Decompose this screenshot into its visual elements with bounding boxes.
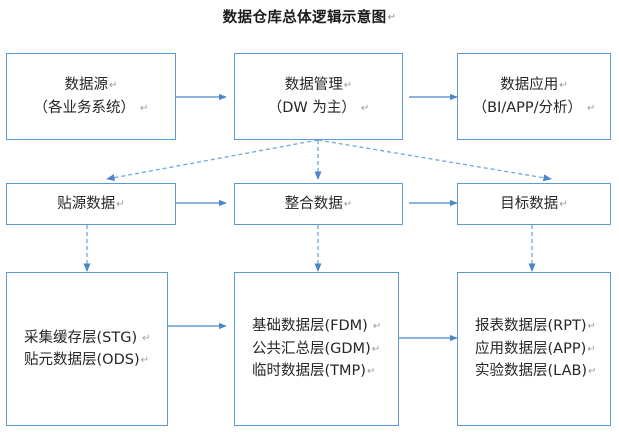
node-line-text: （DW 为主） bbox=[267, 99, 356, 116]
node-line: 贴源数据↵ bbox=[57, 193, 124, 215]
paragraph-mark-icon: ↵ bbox=[588, 366, 597, 378]
node-line-text: 目标数据 bbox=[500, 195, 559, 212]
node-line: 数据源↵ bbox=[65, 74, 118, 96]
paragraph-mark-icon: ↵ bbox=[140, 102, 149, 114]
node-line-text: 数据应用 bbox=[500, 77, 559, 94]
node-line-text: 整合数据 bbox=[284, 195, 343, 212]
node-target-data[interactable]: 目标数据↵ bbox=[457, 183, 611, 225]
node-source-aligned-data[interactable]: 贴源数据↵ bbox=[6, 183, 176, 225]
arrow-data-management-to-target-data bbox=[317, 139, 552, 182]
node-data-management[interactable]: 数据管理↵ （DW 为主）↵ bbox=[234, 53, 403, 140]
node-line-text: 临时数据层(TMP) bbox=[252, 363, 366, 380]
paragraph-mark-icon: ↵ bbox=[109, 80, 118, 92]
node-line-text: （各业务系统） bbox=[33, 99, 136, 116]
node-line-text: 应用数据层(APP) bbox=[475, 340, 587, 357]
node-line: 目标数据↵ bbox=[500, 193, 567, 215]
node-line: 公共汇总层(GDM)↵ bbox=[252, 338, 380, 360]
node-line-text: 贴源数据 bbox=[57, 195, 116, 212]
page-title-text: 数据仓库总体逻辑示意图 bbox=[222, 9, 387, 26]
paragraph-mark-icon: ↵ bbox=[587, 102, 596, 114]
paragraph-mark-icon: ↵ bbox=[140, 355, 149, 366]
node-line: 数据管理↵ bbox=[285, 74, 352, 96]
paragraph-mark-icon: ↵ bbox=[366, 366, 376, 378]
paragraph-mark-icon: ↵ bbox=[559, 80, 568, 92]
node-line-text: 数据管理 bbox=[284, 77, 343, 94]
node-line-text: 实验数据层(LAB) bbox=[475, 363, 588, 380]
paragraph-mark-icon: ↵ bbox=[343, 80, 353, 92]
paragraph-mark-icon: ↵ bbox=[387, 12, 397, 23]
node-line: 整合数据↵ bbox=[285, 193, 352, 215]
node-integrated-data[interactable]: 整合数据↵ bbox=[234, 183, 403, 225]
node-foundation-layers[interactable]: 基础数据层(FDM)↵ 公共汇总层(GDM)↵ 临时数据层(TMP)↵ bbox=[234, 272, 399, 426]
node-line-text: 公共汇总层(GDM) bbox=[252, 340, 371, 357]
paragraph-mark-icon: ↵ bbox=[371, 343, 381, 355]
node-line-text: 数据源 bbox=[64, 77, 109, 94]
paragraph-mark-icon: ↵ bbox=[142, 332, 151, 344]
node-line: （各业务系统） ↵ bbox=[34, 97, 149, 119]
node-line-text: 报表数据层(RPT) bbox=[475, 318, 587, 335]
node-line: 数据应用↵ bbox=[500, 74, 567, 96]
node-line: 应用数据层(APP)↵ bbox=[475, 338, 596, 360]
node-line: 报表数据层(RPT)↵ bbox=[475, 315, 596, 337]
node-line-text: （BI/APP/分析） bbox=[472, 99, 582, 116]
node-application-layers[interactable]: 报表数据层(RPT)↵ 应用数据层(APP)↵ 实验数据层(LAB)↵ bbox=[457, 272, 611, 426]
node-line: （BI/APP/分析） ↵ bbox=[473, 97, 596, 119]
node-line: 贴元数据层(ODS)↵ bbox=[24, 349, 149, 371]
paragraph-mark-icon: ↵ bbox=[587, 321, 596, 333]
paragraph-mark-icon: ↵ bbox=[372, 321, 382, 333]
paragraph-mark-icon: ↵ bbox=[559, 198, 568, 210]
node-line: 采集缓存层(STG) ↵ bbox=[24, 327, 151, 349]
node-data-source[interactable]: 数据源↵ （各业务系统）↵ bbox=[6, 53, 176, 140]
paragraph-mark-icon: ↵ bbox=[360, 102, 370, 114]
node-line-text: 贴元数据层(ODS) bbox=[24, 352, 140, 368]
paragraph-mark-icon: ↵ bbox=[587, 343, 596, 355]
page-title: 数据仓库总体逻辑示意图↵ bbox=[0, 6, 619, 27]
node-line: 临时数据层(TMP)↵ bbox=[252, 360, 375, 382]
node-line: 基础数据层(FDM) ↵ bbox=[252, 315, 381, 337]
arrow-data-management-to-source-aligned-data bbox=[106, 139, 319, 182]
paragraph-mark-icon: ↵ bbox=[116, 198, 125, 210]
node-line-text: 基础数据层(FDM) bbox=[252, 318, 368, 335]
node-line: （DW 为主） ↵ bbox=[268, 97, 370, 119]
node-line: 实验数据层(LAB)↵ bbox=[475, 360, 596, 382]
node-data-application[interactable]: 数据应用↵ （BI/APP/分析）↵ bbox=[457, 53, 611, 140]
node-staging-layers[interactable]: 采集缓存层(STG)↵ 贴元数据层(ODS)↵ bbox=[6, 272, 168, 426]
node-line-text: 采集缓存层(STG) bbox=[24, 329, 138, 346]
paragraph-mark-icon: ↵ bbox=[343, 198, 353, 210]
